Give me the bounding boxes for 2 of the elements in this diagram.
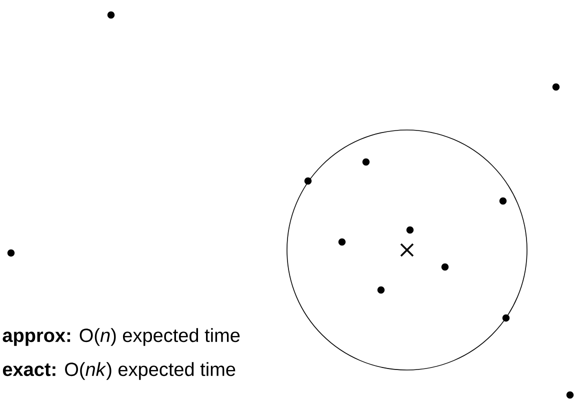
complexity-note: exact: O(nk) expected time [2, 362, 236, 380]
complexity-note: approx: O(n) expected time [2, 328, 240, 346]
